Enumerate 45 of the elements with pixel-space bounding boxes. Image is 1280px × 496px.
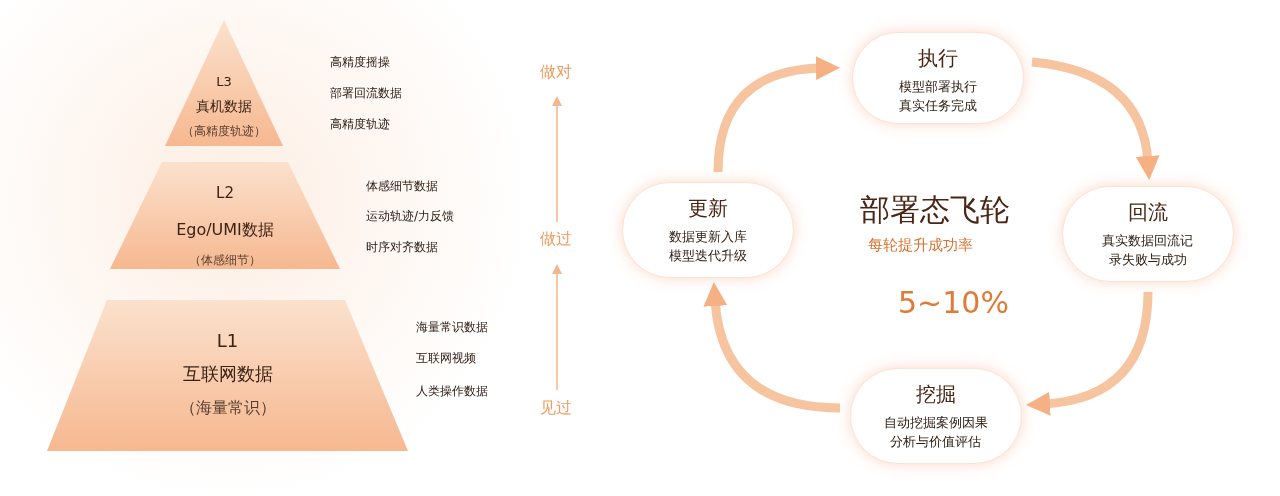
level-title: Ego/UMI数据 <box>175 220 275 241</box>
subheading: 每轮提升成功率 <box>868 236 973 255</box>
arrow <box>713 56 840 173</box>
data-item: 时序对齐数据 <box>366 239 438 256</box>
arrow <box>703 282 841 413</box>
step-title: 挖掘 <box>915 381 957 408</box>
level-number: L2 <box>215 184 235 202</box>
data-item: 高精度摇操 <box>330 54 390 71</box>
percentage-value: 5~10% <box>898 285 1009 320</box>
step-title: 回流 <box>1127 199 1169 226</box>
level-title: 互联网数据 <box>181 362 274 386</box>
step-card <box>852 32 1024 124</box>
step-description: 自动挖掘案例因果分析与价值评估 <box>883 414 989 451</box>
data-item: 运动轨迹/力反馈 <box>366 208 455 225</box>
step-title: 执行 <box>917 45 959 72</box>
stage-label: 做过 <box>540 229 572 250</box>
step-description: 数据更新入库模型迭代升级 <box>668 228 748 265</box>
arrow <box>552 96 562 223</box>
pyramid-level <box>110 162 340 269</box>
step-description: 模型部署执行真实任务完成 <box>898 78 978 115</box>
step-title: 更新 <box>687 195 729 222</box>
level-number: L1 <box>215 330 240 351</box>
level-title: 真机数据 <box>195 98 253 116</box>
level-number: L3 <box>215 74 233 89</box>
stage-label: 做对 <box>540 62 572 83</box>
arrow <box>1031 57 1160 180</box>
data-item: 人类操作数据 <box>416 383 488 400</box>
step-card <box>1062 186 1234 282</box>
step-card <box>622 182 794 278</box>
level-subtitle: （海量常识） <box>178 398 277 419</box>
step-description: 真实数据回流记录失败与成功 <box>1101 232 1195 269</box>
pyramid-level <box>165 20 283 146</box>
data-item: 体感细节数据 <box>366 178 438 195</box>
pyramid-level <box>47 300 408 451</box>
heading: 部署态飞轮 <box>860 191 1010 229</box>
arrow <box>1026 291 1153 416</box>
arrow <box>552 264 562 391</box>
level-subtitle: （体感细节） <box>188 252 262 269</box>
step-card <box>850 368 1022 464</box>
stage-label: 见过 <box>540 398 572 419</box>
data-item: 部署回流数据 <box>330 85 402 102</box>
data-item: 海量常识数据 <box>416 319 488 336</box>
data-item: 高精度轨迹 <box>330 116 390 133</box>
data-item: 互联网视频 <box>416 350 476 367</box>
level-subtitle: （高精度轨迹） <box>181 123 267 140</box>
